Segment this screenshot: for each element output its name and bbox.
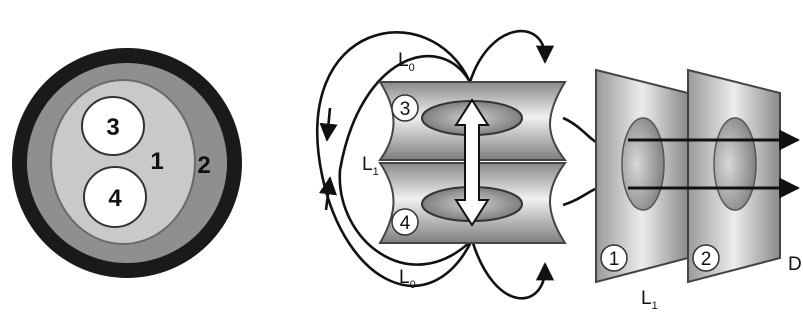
plate-2: 2: [688, 70, 780, 282]
electrode-label-3: 3: [400, 99, 411, 120]
device: 3 4 1 2 L0 L1 L0 L1: [317, 31, 801, 312]
field-line-top-right: [470, 31, 545, 82]
field-label-plates: L1: [641, 288, 658, 312]
plate-1-aperture: [622, 118, 664, 210]
field-label-top: L0: [398, 50, 415, 74]
field-label-middle: L1: [362, 154, 379, 178]
electrode-label-4: 4: [400, 213, 411, 234]
region-label-4: 4: [108, 185, 122, 212]
cross-section: 3 4 1 2: [12, 48, 242, 278]
arrow-left-down: [327, 108, 330, 140]
region-label-2: 2: [197, 152, 210, 179]
plate-1: 1: [596, 70, 688, 282]
field-line-bottom-right: [472, 240, 545, 298]
connector-top: [563, 118, 598, 143]
region-label-1: 1: [150, 148, 163, 175]
plate-2-aperture: [714, 118, 756, 210]
connector-bottom: [563, 188, 598, 205]
plate-label-1: 1: [609, 249, 620, 270]
plate-label-2: 2: [701, 249, 712, 270]
field-label-bottom: L0: [399, 267, 416, 291]
edge-label-d: D: [788, 254, 802, 275]
electrode-stack: 3 4: [380, 82, 565, 243]
region-label-3: 3: [106, 114, 119, 141]
